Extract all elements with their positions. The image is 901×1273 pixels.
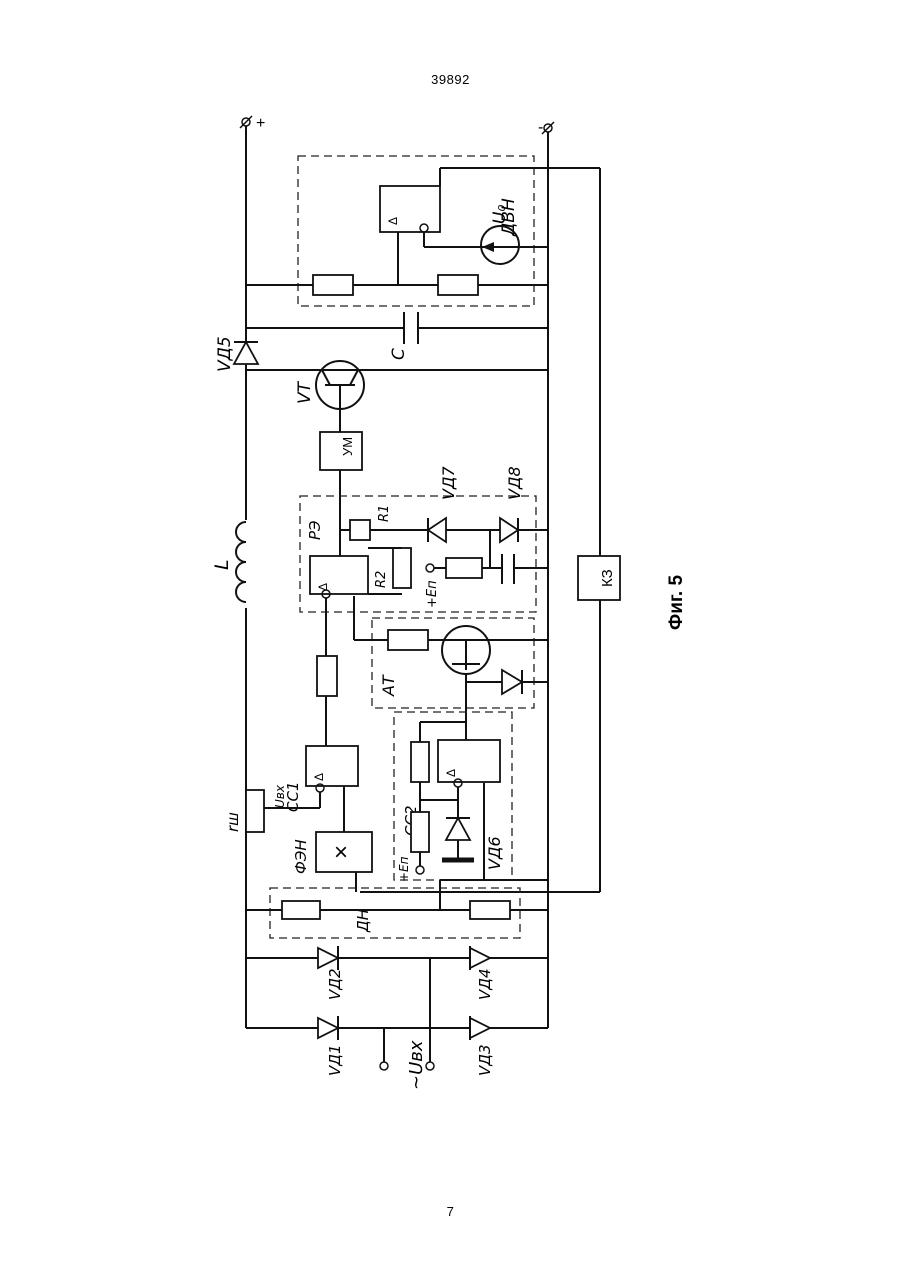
dn-label: ДН xyxy=(354,909,372,933)
diode-vd7 xyxy=(428,518,446,542)
vt-label: VT xyxy=(295,380,315,404)
resistor-r2 xyxy=(393,548,411,588)
vd2-label: VД2 xyxy=(326,968,344,1000)
u0-label: U₀ xyxy=(490,205,510,224)
kz-label: КЗ xyxy=(599,569,616,587)
vd7-label: VД7 xyxy=(439,466,458,500)
cc2-resistor-2 xyxy=(411,812,429,852)
vd3-label: VД3 xyxy=(476,1044,494,1076)
diode-vd2 xyxy=(318,946,338,970)
ep-label: +Eп xyxy=(425,580,440,608)
vd8-label: VД8 xyxy=(505,466,524,500)
page-footer-number: 7 xyxy=(0,1204,901,1219)
dvn-resistor-2 xyxy=(438,275,478,295)
series-resistor xyxy=(317,656,337,696)
ep2-label: +Eп xyxy=(397,856,411,882)
resistor-r1 xyxy=(350,520,370,540)
vd1-label: VД1 xyxy=(326,1044,344,1076)
fen-multiply-symbol: × xyxy=(334,839,348,866)
svg-text:Δ: Δ xyxy=(312,773,326,781)
re-resistor-ep xyxy=(446,558,482,578)
shunt-rsh xyxy=(246,790,264,832)
vd4-label: VД4 xyxy=(476,968,494,1000)
re-label: РЭ xyxy=(306,520,324,540)
svg-text:Δ: Δ xyxy=(444,769,458,777)
rsh-label: rш xyxy=(224,812,242,832)
plus-terminal: + xyxy=(240,115,265,132)
diode-vd8 xyxy=(500,518,518,542)
vd5-label: VД5 xyxy=(215,336,235,372)
fen-label: ФЭН xyxy=(292,839,310,874)
cc2-resistor-1 xyxy=(411,742,429,782)
diode-vd1 xyxy=(318,1016,338,1040)
diode-vd4 xyxy=(470,946,490,970)
dn-resistor-1 xyxy=(282,901,320,919)
capacitor-c-label: C xyxy=(389,348,409,360)
l-label: L xyxy=(211,559,233,570)
diode-vd3 xyxy=(470,1016,490,1040)
vd6-label: VД6 xyxy=(485,836,504,870)
svg-text:+: + xyxy=(256,115,265,132)
r2-label: R2 xyxy=(374,571,389,588)
r1-label: R1 xyxy=(377,505,392,522)
input-label: ~Uвх xyxy=(406,1040,427,1090)
uvx-label: Uвх xyxy=(273,784,287,808)
diode-vd6 xyxy=(442,818,474,860)
dn-resistor-2 xyxy=(470,901,510,919)
svg-text:Δ: Δ xyxy=(386,217,400,225)
dvn-resistor-1 xyxy=(313,275,353,295)
svg-text:-: - xyxy=(538,119,543,136)
at-resistor xyxy=(388,630,428,650)
diode-vd5 xyxy=(234,342,258,364)
at-label: АТ xyxy=(379,674,398,697)
at-diode xyxy=(502,670,522,694)
um-label: УМ xyxy=(340,437,355,456)
figure-caption: Фиг. 5 xyxy=(666,575,687,630)
minus-terminal: - xyxy=(538,119,554,136)
